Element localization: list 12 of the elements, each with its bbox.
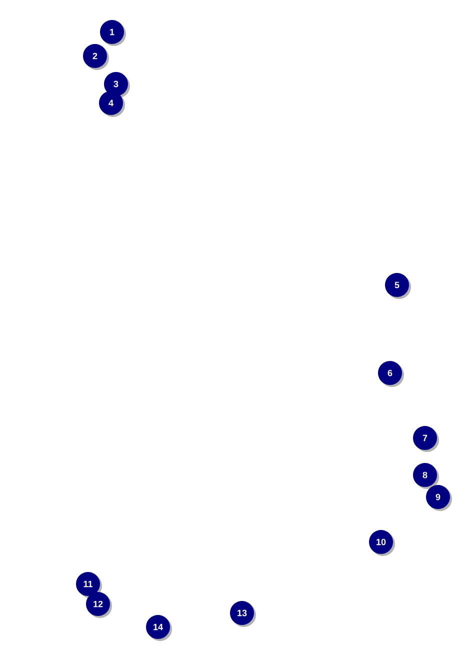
callout-number: 2 — [83, 44, 109, 70]
callout-number: 13 — [230, 601, 256, 627]
callout-number: 8 — [413, 463, 439, 489]
callout-number: 7 — [413, 426, 439, 452]
callout-number: 12 — [86, 592, 112, 618]
callout-number: 4 — [99, 91, 125, 117]
callout-number: 10 — [369, 530, 395, 556]
callout-number: 6 — [378, 361, 404, 387]
callout-number: 1 — [100, 20, 126, 46]
callout-number: 5 — [385, 273, 411, 299]
callout-number: 14 — [146, 615, 172, 641]
callout-number: 9 — [426, 485, 452, 511]
